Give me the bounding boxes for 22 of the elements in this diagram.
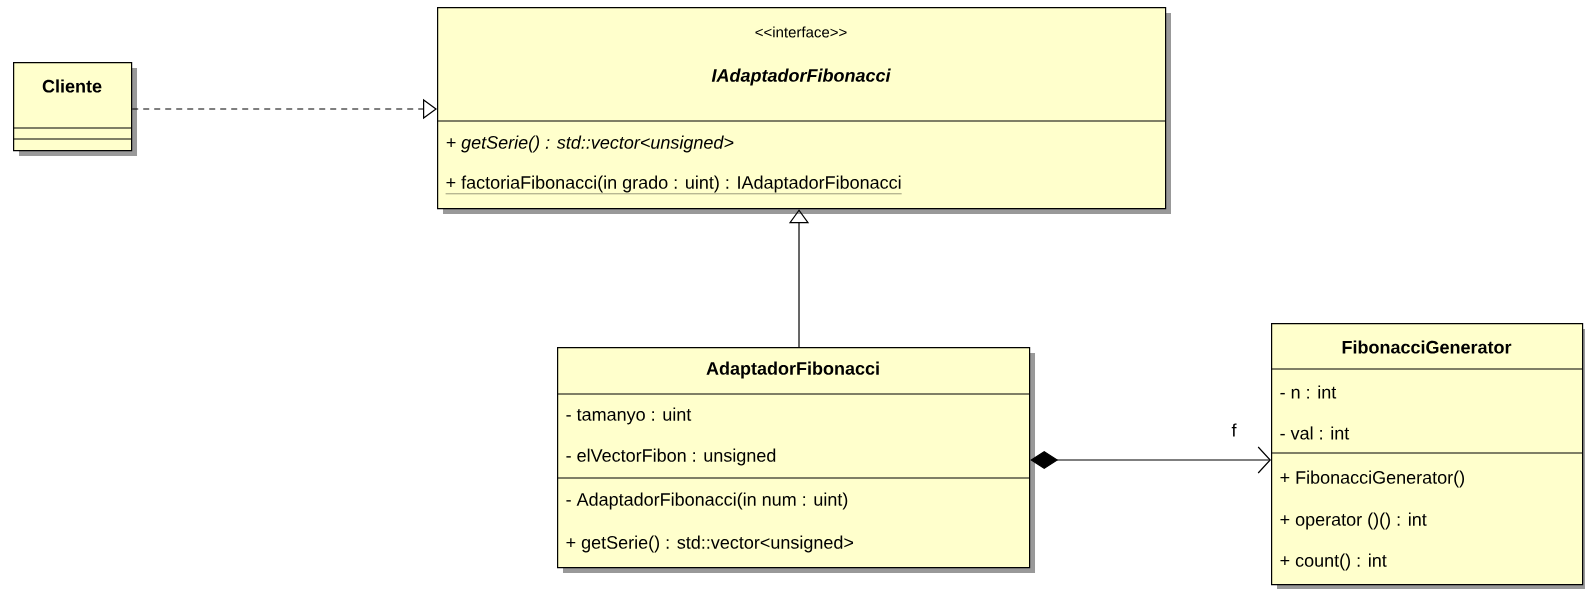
operation: + getSerie() : std::vector<unsigned> [446, 135, 734, 153]
member: - AdaptadorFibonacci(in num : uint) [566, 492, 848, 510]
member: + getSerie() : std::vector<unsigned> [566, 535, 854, 553]
class-name: FibonacciGenerator [1342, 340, 1512, 354]
member: - tamanyo : uint [566, 407, 692, 425]
edge-label: f [1230, 422, 1238, 438]
class-box [436, 7, 1171, 214]
member: + operator ()() : int [1280, 512, 1427, 530]
class-box [12, 62, 137, 156]
member: + FibonacciGenerator() [1280, 470, 1465, 488]
class-name: Cliente [42, 79, 102, 93]
stereotype: <<interface>> [755, 26, 847, 38]
class-box [1270, 323, 1585, 589]
member: - n : int [1280, 385, 1337, 399]
member: + count() : int [1280, 553, 1387, 571]
operation: + factoriaFibonacci(in grado : uint) : IAdaptadorFibonacci [445, 175, 902, 194]
member: - elVectorFibon : unsigned [566, 448, 776, 466]
interface-name: IAdaptadorFibonacci [711, 68, 891, 86]
class-box [556, 347, 1035, 573]
association-arrow [1030, 446, 1271, 474]
class-name: AdaptadorFibonacci [706, 361, 879, 379]
member: - val : int [1280, 426, 1350, 440]
